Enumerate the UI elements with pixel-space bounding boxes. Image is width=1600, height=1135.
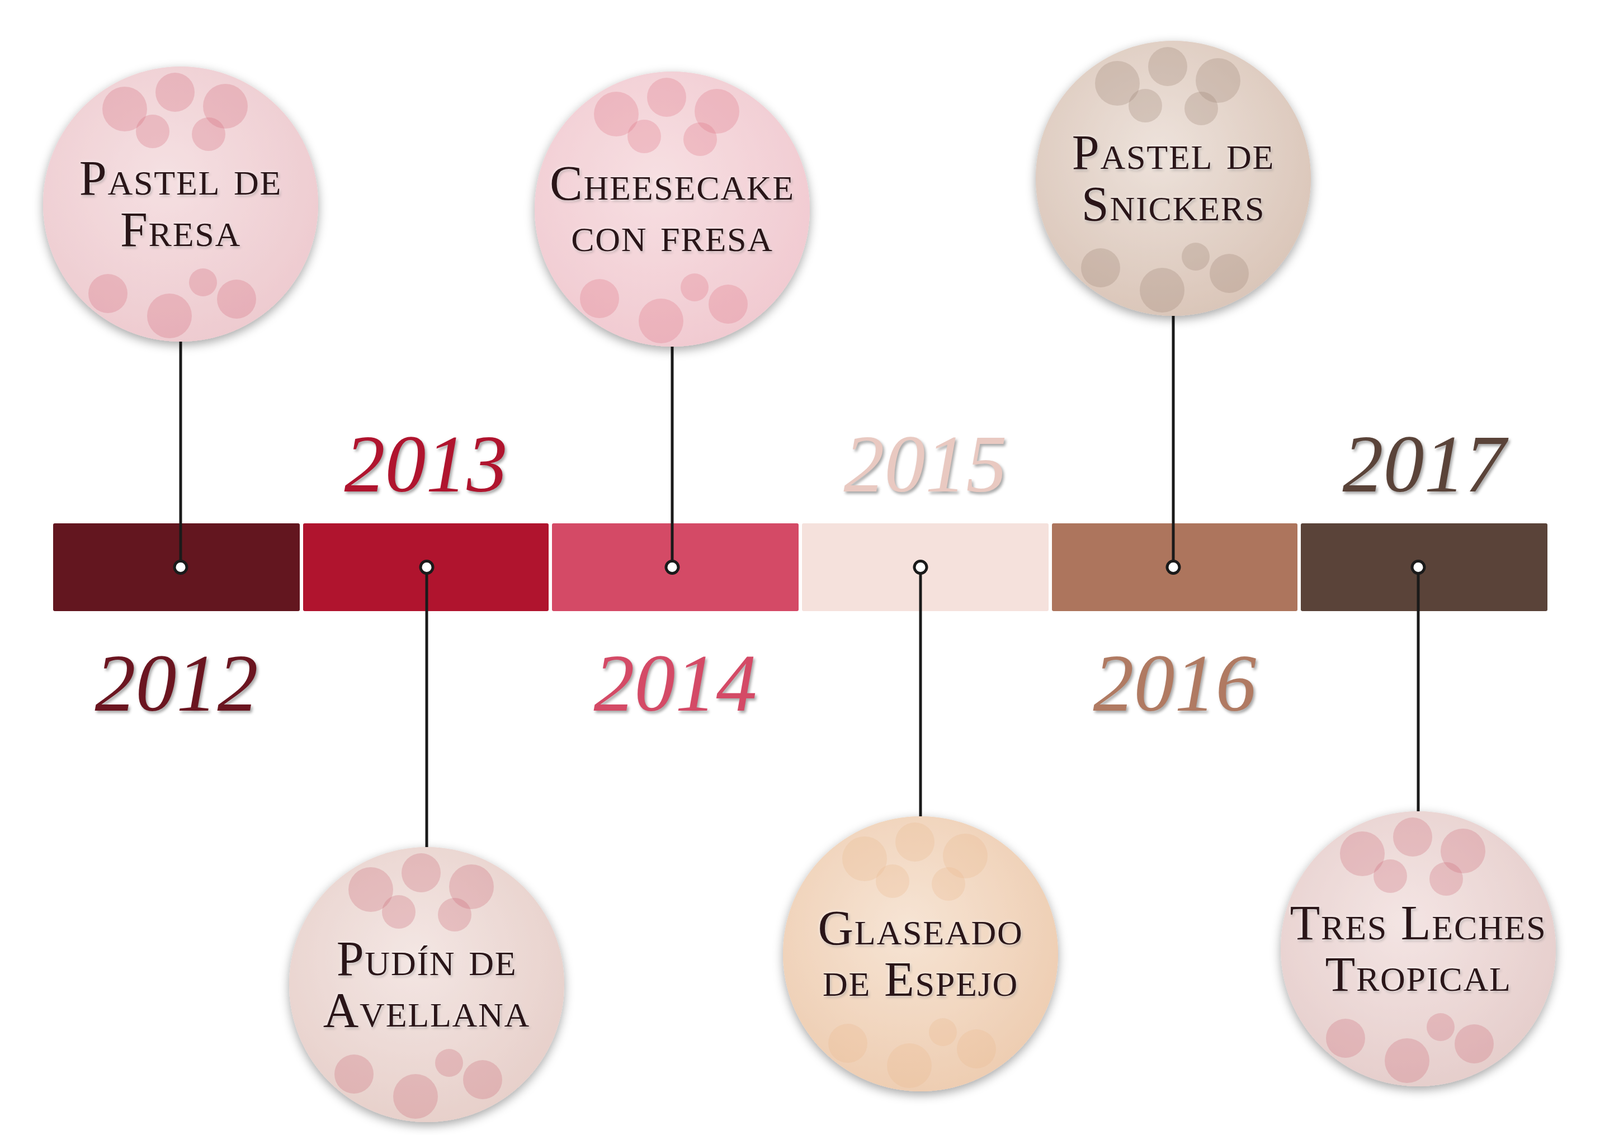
cake-circle: Pastel de Fresa [40, 64, 321, 344]
cake-name: Tres Leches Tropical [1281, 897, 1556, 1002]
leader-line [1172, 315, 1175, 524]
cake-circle: Tres Leches Tropical [1278, 809, 1559, 1089]
cake-name: Pastel de Fresa [54, 152, 307, 257]
timeline-segment: 2015 [801, 523, 1049, 612]
year-label: 2013 [269, 423, 583, 505]
cake-circle: Cheesecake con fresa [532, 69, 813, 349]
photo-veil [286, 845, 567, 1125]
cake-circle: Glaseado de Espejo [780, 814, 1061, 1094]
photo-veil [40, 64, 321, 344]
leader-line [671, 346, 674, 524]
year-label: 2015 [768, 423, 1083, 505]
timeline-dot [666, 561, 679, 574]
leader-stub [1417, 573, 1420, 612]
photo-veil [1033, 38, 1314, 319]
photo-detail [780, 814, 1061, 1094]
year-label: 2017 [1267, 423, 1581, 505]
cake-name: Pastel de Snickers [1047, 126, 1300, 231]
cake-name: Pudín de Avellana [300, 933, 553, 1037]
photo-detail [532, 69, 813, 349]
cake-name: Glaseado de Espejo [797, 902, 1044, 1007]
photo-veil [780, 814, 1061, 1094]
cake-name: Cheesecake con fresa [537, 157, 807, 262]
cake-circle: Pastel de Snickers [1033, 38, 1314, 319]
timeline-segment: 2014 [551, 523, 799, 612]
leader-stub [671, 523, 674, 562]
timeline-segment: 2017 [1300, 523, 1548, 612]
leader-stub [919, 573, 923, 612]
timeline-marker [303, 523, 549, 612]
timeline-marker [1051, 523, 1298, 612]
timeline-marker [53, 523, 300, 612]
year-label: 2016 [1018, 642, 1332, 725]
timeline-dot [1412, 561, 1425, 574]
cake-circle: Pudín de Avellana [286, 845, 567, 1125]
timeline-marker [1300, 523, 1548, 612]
leader-line [425, 611, 429, 848]
leader-line [179, 341, 183, 524]
leader-stub [1172, 523, 1175, 562]
timeline-dot [914, 561, 927, 574]
timeline-dot [174, 561, 187, 574]
timeline-dot [1167, 561, 1180, 574]
leader-stub [179, 523, 183, 562]
photo-detail [1278, 809, 1559, 1089]
year-label: 2014 [518, 642, 833, 725]
photo-detail [286, 845, 567, 1125]
leader-line [1417, 611, 1420, 812]
timeline-segment: 2016 [1051, 523, 1298, 612]
photo-veil [532, 69, 813, 349]
timeline-marker [551, 523, 799, 612]
timeline-dot [420, 561, 433, 574]
timeline-marker [801, 523, 1049, 612]
timeline-segment: 2012 [53, 523, 300, 612]
photo-detail [40, 64, 321, 344]
year-label: 2012 [19, 642, 334, 725]
leader-stub [425, 573, 429, 612]
leader-line [919, 611, 923, 817]
photo-detail [1033, 38, 1314, 319]
timeline-segment: 2013 [303, 523, 549, 612]
photo-veil [1278, 809, 1559, 1089]
